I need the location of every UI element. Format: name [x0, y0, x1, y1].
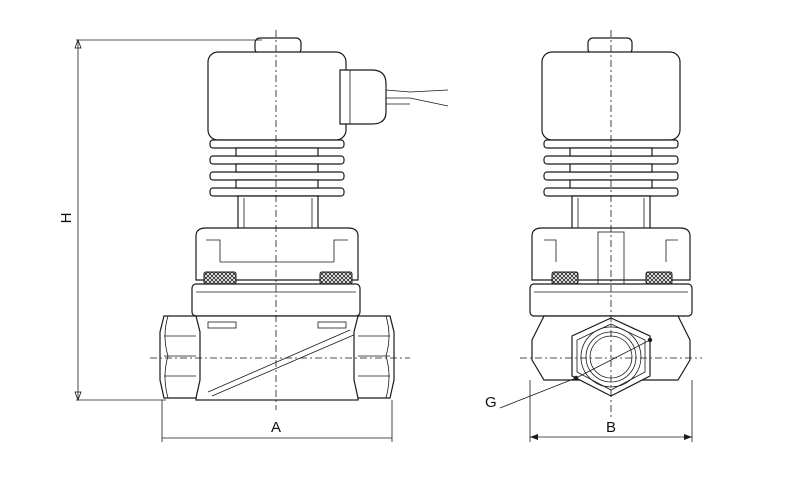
- side-view: [520, 30, 702, 420]
- port-label: G: [485, 394, 497, 411]
- side-bonnet: [531, 227, 691, 281]
- front-view: [150, 30, 449, 410]
- front-screw-right: [319, 271, 353, 285]
- height-label: H: [58, 213, 75, 224]
- width-front-label: A: [271, 419, 281, 436]
- width-front-dimension: A: [161, 400, 393, 442]
- front-bonnet: [195, 227, 359, 281]
- height-dimension: H: [58, 38, 262, 402]
- front-cable-connector: [339, 69, 387, 125]
- port-dimension: G: [485, 337, 653, 411]
- width-side-dimension: B: [529, 380, 693, 442]
- side-screw-left: [551, 271, 579, 285]
- front-port-right: [353, 315, 395, 399]
- front-coil: [207, 51, 347, 141]
- front-screw-left: [203, 271, 237, 285]
- front-cable: [385, 89, 449, 107]
- front-port-left: [159, 315, 201, 399]
- side-screw-right: [645, 271, 673, 285]
- front-cooling-fins: [209, 139, 345, 197]
- width-side-label: B: [606, 419, 616, 436]
